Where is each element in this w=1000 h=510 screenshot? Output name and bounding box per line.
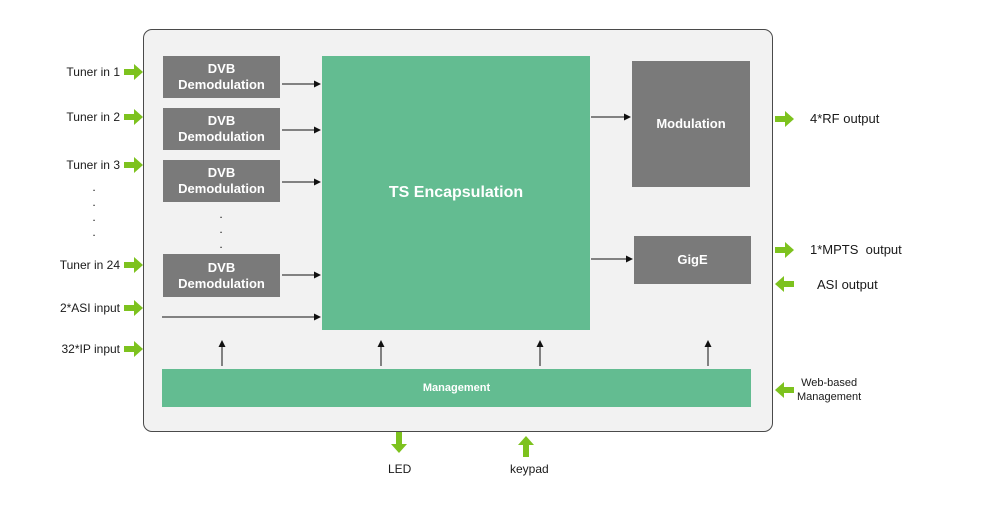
ellipsis-dot: . [92,180,96,194]
tuner2-green-arrow [124,109,143,125]
demod-line1: DVB [207,61,236,76]
ts-encapsulation-label: TS Encapsulation [388,184,524,201]
demod-line1: DVB [207,113,236,128]
tuner-in-1-label: Tuner in 1 [66,65,120,79]
mpts-output-label: 1*MPTS output [810,242,902,257]
management-bar: Management [162,369,751,407]
ellipsis-dot: . [219,222,223,236]
tuner-ellipsis: . . . . [84,180,104,240]
gige-block: GigE [634,236,751,284]
ip-input-green-arrow [124,341,143,357]
demod-line1: DVB [207,165,236,180]
demod-ellipsis: . . . [211,207,231,252]
tuner-in-3-label: Tuner in 3 [66,158,120,172]
tuner-in-2-label: Tuner in 2 [66,110,120,124]
asi-output-label: ASI output [817,277,878,292]
keypad-label: keypad [510,462,549,476]
ellipsis-dot: . [92,210,96,224]
ts-encapsulation-block: TS Encapsulation [322,56,590,330]
ellipsis-dot: . [219,237,223,251]
management-label: Management [422,382,491,394]
demod-line2: Demodulation [178,129,265,144]
web-mgmt-green-arrow [775,382,794,398]
led-green-arrow [391,432,407,453]
tuner-in-24-label: Tuner in 24 [59,258,120,272]
ip-input-label: 32*IP input [61,342,121,356]
demod-line2: Demodulation [178,181,265,196]
asi-input-green-arrow [124,300,143,316]
demod-line1: DVB [207,259,236,275]
ellipsis-dot: . [219,207,223,221]
demod-line2: Demodulation [178,77,265,92]
web-management-line2: Management [797,391,862,403]
ellipsis-dot: . [92,195,96,209]
led-label: LED [388,462,412,476]
modulation-block: Modulation [632,61,750,187]
keypad-green-arrow [518,436,534,457]
modulation-label: Modulation [656,116,726,131]
demod-line2: Demodulation [178,275,265,291]
tuner3-green-arrow [124,157,143,173]
tuner24-green-arrow [124,257,143,273]
rf-output-green-arrow [775,111,794,127]
gige-label: GigE [677,252,708,267]
mpts-output-green-arrow [775,242,794,258]
web-management-line1: Web-based [801,377,858,389]
ellipsis-dot: . [92,225,96,239]
rf-output-label: 4*RF output [810,111,880,126]
tuner1-green-arrow [124,64,143,80]
asi-output-green-arrow [775,276,794,292]
web-management-label: Web-based Management [797,376,861,404]
asi-input-label: 2*ASI input [59,301,120,315]
